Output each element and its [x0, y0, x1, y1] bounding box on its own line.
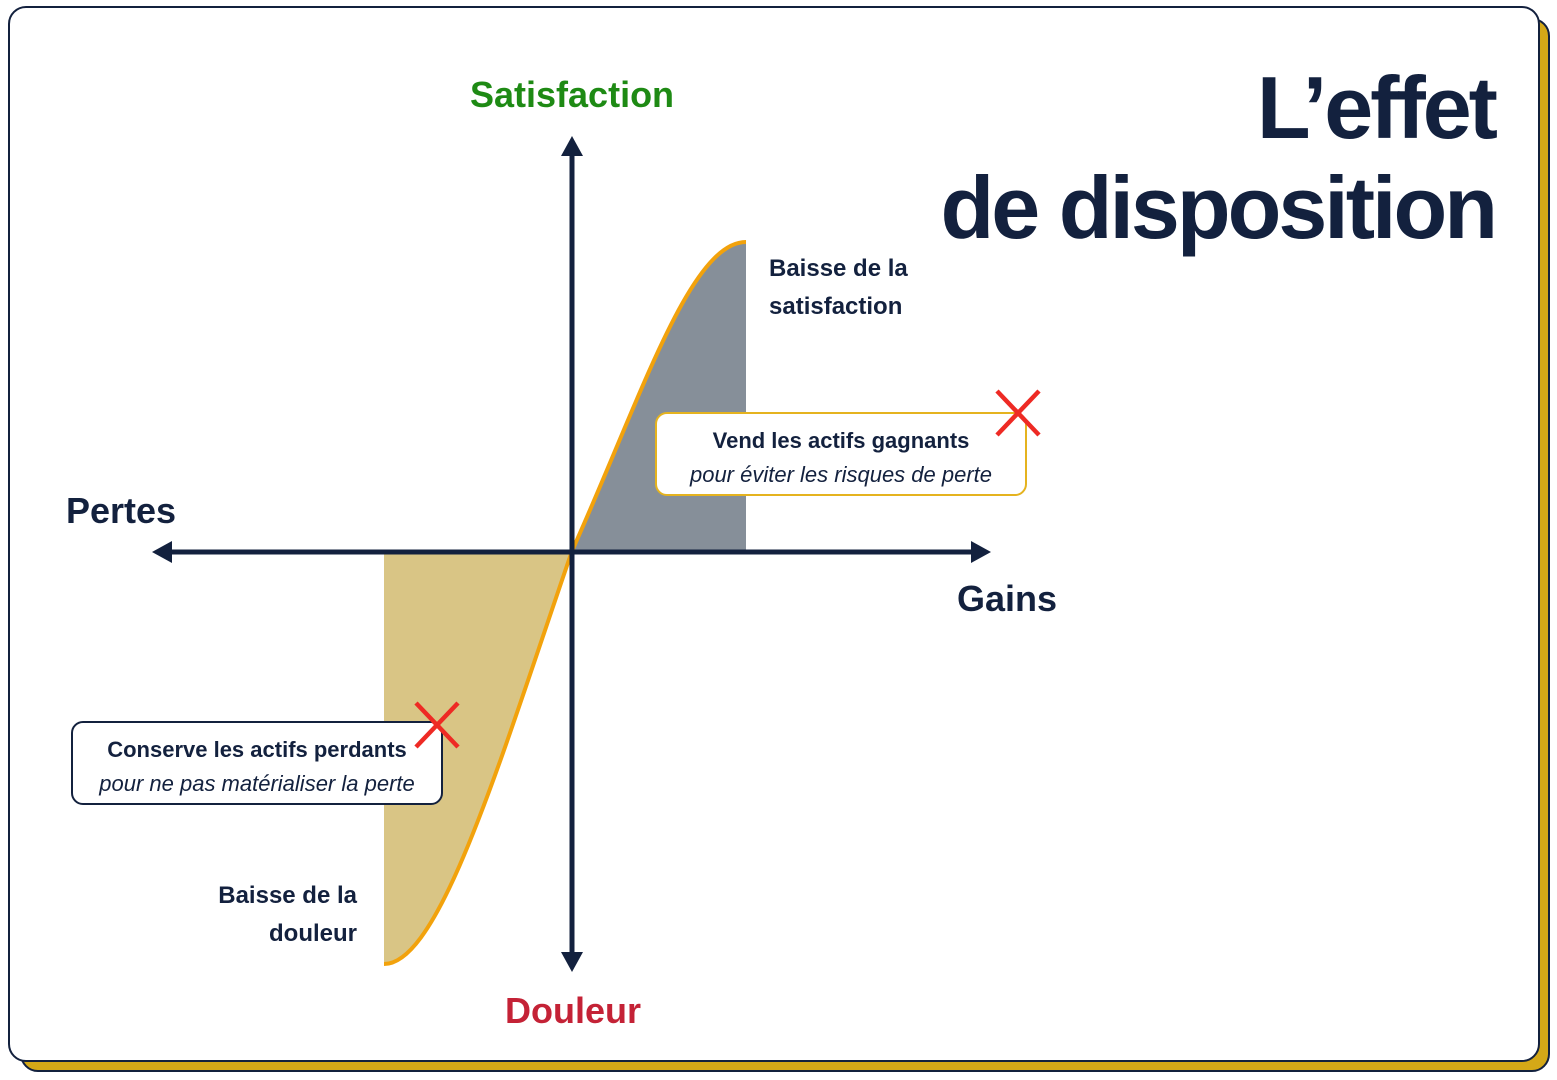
region-label-douleur-line-2: douleur — [269, 920, 357, 947]
axis-label-gains: Gains — [957, 578, 1058, 619]
cross-icon — [995, 389, 1041, 437]
loss-region-fill — [384, 551, 572, 964]
callout-sell-winners-title: Vend les actifs gagnants — [712, 428, 970, 453]
arrow-left-icon — [152, 541, 172, 563]
page-title: L’effet de disposition — [940, 58, 1498, 258]
arrow-up-icon — [561, 136, 583, 156]
axis-label-douleur: Douleur — [505, 990, 642, 1031]
callout-keep-losers: Conserve les actifs perdants pour ne pas… — [71, 721, 443, 805]
title-line-2: de disposition — [940, 158, 1498, 257]
region-label-satisfaction: Baisse de la satisfaction — [769, 250, 908, 326]
title-line-1: L’effet — [1256, 58, 1498, 157]
region-label-satisfaction-line-2: satisfaction — [769, 293, 903, 320]
value-curve — [383, 240, 747, 966]
callout-sell-winners: Vend les actifs gagnants pour éviter les… — [655, 412, 1027, 496]
axis-label-pertes: Pertes — [66, 490, 177, 531]
region-label-douleur: Baisse de la douleur — [200, 877, 357, 953]
cross-icon — [414, 701, 460, 749]
callout-sell-winners-subtitle: pour éviter les risques de perte — [689, 462, 993, 487]
card — [8, 6, 1540, 1062]
arrow-down-icon — [561, 952, 583, 972]
callout-keep-losers-title: Conserve les actifs perdants — [107, 737, 407, 762]
callout-keep-losers-subtitle: pour ne pas matérialiser la perte — [99, 771, 415, 796]
arrow-right-icon — [971, 541, 991, 563]
gain-region-fill — [572, 242, 746, 551]
axis-label-satisfaction: Satisfaction — [470, 74, 675, 115]
region-label-satisfaction-line-1: Baisse de la — [769, 255, 908, 282]
region-label-douleur-line-1: Baisse de la — [218, 882, 357, 909]
